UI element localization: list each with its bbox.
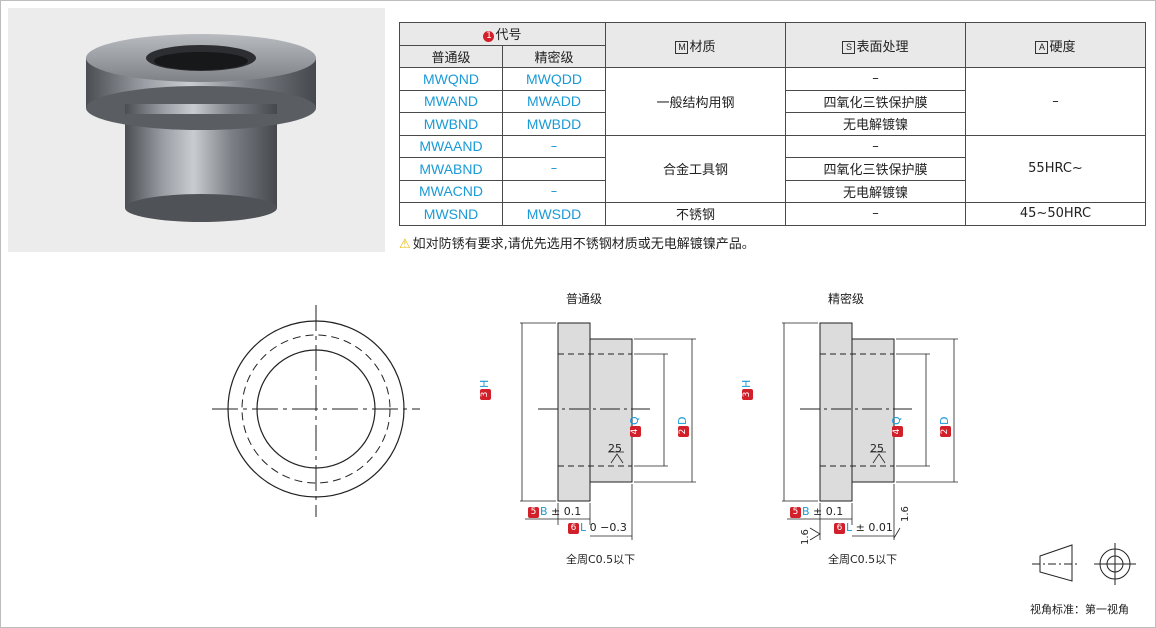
d-dim-prec: 2D (938, 417, 951, 437)
badge-1: 1 (483, 31, 495, 43)
code-std: MWSND (399, 202, 503, 226)
header-material-label: 材质 (689, 39, 716, 55)
q-dim-std: 4Q (628, 416, 641, 437)
rust-note-text: 如对防锈有要求,请优先选用不锈钢材质或无电解镀镍产品。 (412, 237, 755, 252)
badge-3: 3 (480, 389, 491, 400)
h-dim-std: 3H (478, 380, 491, 400)
badge-4: 4 (630, 426, 641, 437)
roughness-prec-left: 1.6 (800, 529, 811, 545)
code-prec: MWADD (502, 89, 606, 113)
hardness-cell: 55HRC~ (965, 134, 1146, 203)
l-tol-prec: ± 0.01 (855, 521, 893, 534)
d-dim-std: 2D (676, 417, 689, 437)
badge-4: 4 (892, 426, 903, 437)
table-row: MWAAND – 合金工具钢 – 55HRC~ (399, 134, 1146, 203)
front-view (212, 305, 420, 517)
projection-note: 视角标准：第一视角 (1030, 603, 1129, 616)
rust-note: ⚠如对防锈有要求,请优先选用不锈钢材质或无电解镀镍产品。 (399, 233, 755, 252)
roughness-prec: 25 (870, 442, 884, 455)
l-label: L (580, 521, 587, 534)
q-label: Q (628, 416, 641, 425)
q-dim-prec: 4Q (890, 416, 903, 437)
precision-side-view (782, 322, 958, 541)
code-prec: MWQDD (502, 67, 606, 91)
d-label: D (676, 416, 689, 425)
code-prec: MWSDD (502, 202, 606, 226)
prec-chamfer-note: 全周C0.5以下 (828, 553, 898, 566)
h-label: H (740, 379, 753, 388)
b-label: B (540, 505, 548, 518)
h-dim-prec: 3H (740, 380, 753, 400)
code-std: MWBND (399, 112, 503, 136)
roughness-std: 25 (608, 442, 622, 455)
h-label: H (478, 379, 491, 388)
code-std: MWABND (399, 157, 503, 181)
code-prec: MWBDD (502, 112, 606, 136)
q-label: Q (890, 416, 903, 425)
surface-cell: 无电解镀镍 (785, 112, 966, 136)
material-box-icon: M (675, 40, 689, 54)
material-cell: 不锈钢 (605, 202, 786, 226)
header-surface-label: 表面处理 (856, 39, 909, 55)
code-prec: – (502, 179, 606, 203)
header-precision: 精密级 (502, 44, 606, 68)
bushing-image (86, 34, 316, 222)
b-tol: ± 0.1 (551, 505, 582, 518)
code-std: MWAAND (399, 134, 503, 158)
material-cell: 一般结构用钢 (605, 67, 786, 136)
table-row: MWSND MWSDD 不锈钢 – 45~50HRC (399, 202, 1146, 226)
surface-cell: 无电解镀镍 (785, 179, 966, 203)
warning-icon: ⚠ (399, 237, 411, 252)
roughness-prec-right: 1.6 (900, 506, 911, 522)
l-label: L (846, 521, 853, 534)
header-code-label: 代号 (495, 28, 522, 44)
table-row: MWACND – 无电解镀镍 (399, 179, 1146, 203)
d-label: D (938, 416, 951, 425)
code-prec: – (502, 157, 606, 181)
material-cell: 合金工具钢 (605, 134, 786, 203)
code-std: MWQND (399, 67, 503, 91)
hardness-box-icon: A (1035, 40, 1049, 54)
table-row: MWQND MWQDD 一般结构用钢 – – (399, 67, 1146, 136)
surface-cell: – (785, 134, 966, 158)
hardness-cell: 45~50HRC (965, 202, 1146, 226)
badge-6: 6 (834, 523, 845, 534)
surface-box-icon: S (842, 40, 856, 54)
b-label: B (802, 505, 810, 518)
hardness-cell: – (965, 67, 1146, 136)
surface-cell: – (785, 202, 966, 226)
badge-6: 6 (568, 523, 579, 534)
std-chamfer-note: 全周C0.5以下 (566, 553, 636, 566)
surface-cell: 四氧化三铁保护膜 (785, 157, 966, 181)
table-row: MWABND – 四氧化三铁保护膜 (399, 157, 1146, 181)
table-row: MWBND MWBDD 无电解镀镍 (399, 112, 1146, 136)
l-tol-std: 0 −0.3 (589, 521, 627, 534)
code-std: MWACND (399, 179, 503, 203)
product-photo (8, 8, 385, 252)
badge-2: 2 (678, 426, 689, 437)
projection-symbol-icon (1032, 543, 1136, 585)
badge-5: 5 (528, 507, 539, 518)
badge-3: 3 (742, 389, 753, 400)
badge-5: 5 (790, 507, 801, 518)
std-title: 普通级 (566, 292, 603, 306)
prec-title: 精密级 (828, 292, 865, 306)
badge-2: 2 (940, 426, 951, 437)
standard-side-view (520, 322, 696, 540)
code-prec: – (502, 134, 606, 158)
header-hardness-label: 硬度 (1049, 39, 1076, 55)
b-tol: ± 0.1 (813, 505, 844, 518)
header-row-2: 普通级 精密级 (399, 44, 1146, 68)
